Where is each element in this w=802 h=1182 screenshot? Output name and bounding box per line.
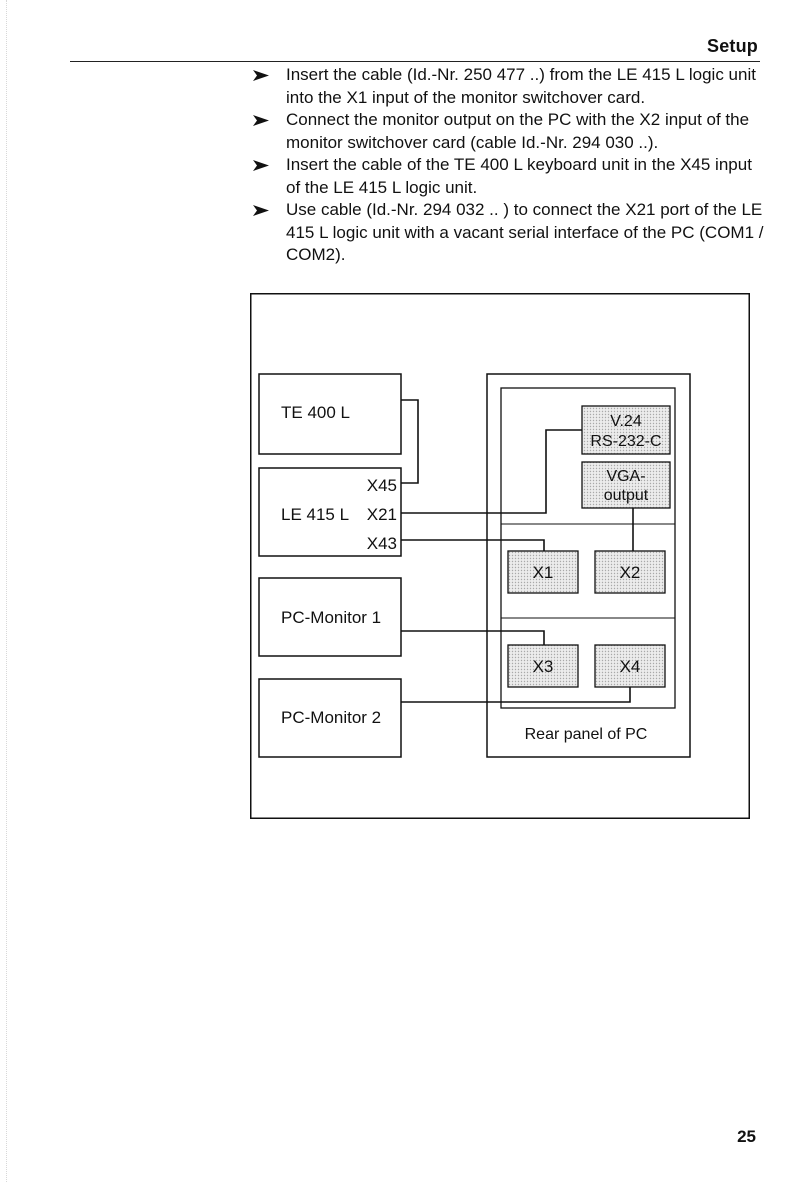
port-x1	[507, 550, 579, 594]
cable-x43-x1	[401, 539, 545, 551]
port-x1-label: X1	[533, 563, 554, 582]
te400-label: TE 400 L	[281, 403, 350, 422]
arrow-bullet-icon	[253, 70, 269, 81]
instruction-step: Connect the monitor output on the PC wit…	[250, 109, 770, 154]
step-text: Insert the cable (Id.-Nr. 250 477 ..) fr…	[286, 65, 756, 107]
vga-output-label: VGA-	[606, 468, 645, 485]
instruction-list: Insert the cable (Id.-Nr. 250 477 ..) fr…	[250, 64, 770, 267]
le415-label: LE 415 L	[281, 505, 349, 524]
rear-panel-label: Rear panel of PC	[525, 726, 648, 743]
cable-te400-x45	[401, 399, 419, 484]
port-x4	[594, 644, 666, 688]
instruction-step: Insert the cable of the TE 400 L keyboar…	[250, 154, 770, 199]
step-text: Use cable (Id.-Nr. 294 032 .. ) to conne…	[286, 200, 764, 264]
connection-diagram: TE 400 L LE 415 L X45 X21 X43 PC-Monitor…	[250, 293, 750, 819]
arrow-bullet-icon	[253, 160, 269, 171]
serial-port-label: V.24	[610, 413, 642, 430]
step-text: Connect the monitor output on the PC wit…	[286, 110, 750, 152]
arrow-bullet-icon	[253, 205, 269, 216]
serial-port	[581, 405, 671, 455]
port-x2	[594, 550, 666, 594]
arrow-bullet-icon	[253, 115, 269, 126]
vga-output-label: output	[604, 487, 649, 504]
switchover-card-panel	[500, 387, 676, 709]
rear-panel-box	[486, 373, 691, 758]
port-x45-label: X45	[367, 476, 397, 495]
instruction-step: Insert the cable (Id.-Nr. 250 477 ..) fr…	[250, 64, 770, 109]
instruction-step: Use cable (Id.-Nr. 294 032 .. ) to conne…	[250, 199, 770, 267]
page-header-title: Setup	[706, 36, 758, 56]
page-number: 25	[737, 1127, 756, 1146]
serial-port-label: RS-232-C	[590, 433, 661, 450]
te400-box	[258, 373, 402, 455]
connection-diagram-svg: TE 400 L LE 415 L X45 X21 X43 PC-Monitor…	[250, 293, 750, 819]
monitor2-box	[258, 678, 402, 758]
cable-x21-serial	[401, 429, 582, 514]
monitor2-label: PC-Monitor 2	[281, 708, 381, 727]
le415-box	[258, 467, 402, 557]
port-x4-label: X4	[620, 657, 641, 676]
vga-output-port	[581, 461, 671, 509]
cable-monitor2-x4	[401, 687, 631, 703]
monitor1-label: PC-Monitor 1	[281, 608, 381, 627]
scan-margin-line	[6, 0, 7, 1182]
port-x3-label: X3	[533, 657, 554, 676]
step-text: Insert the cable of the TE 400 L keyboar…	[286, 155, 752, 197]
header-rule	[70, 61, 760, 62]
port-x2-label: X2	[620, 563, 641, 582]
figure-frame	[250, 293, 750, 819]
monitor1-box	[258, 577, 402, 657]
cable-monitor1-x3	[401, 630, 545, 645]
port-x43-label: X43	[367, 534, 397, 553]
port-x21-label: X21	[367, 505, 397, 524]
port-x3	[507, 644, 579, 688]
